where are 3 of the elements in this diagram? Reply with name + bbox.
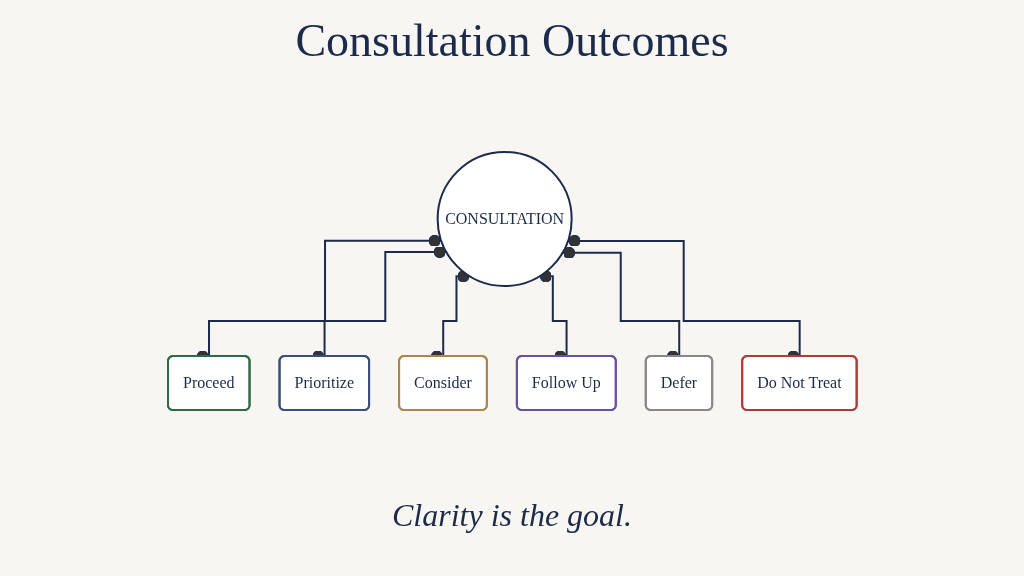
title: Consultation Outcomes: [295, 14, 729, 67]
caption: Clarity is the goal.: [392, 497, 632, 534]
node-circle: CONSULTATION: [436, 151, 573, 287]
